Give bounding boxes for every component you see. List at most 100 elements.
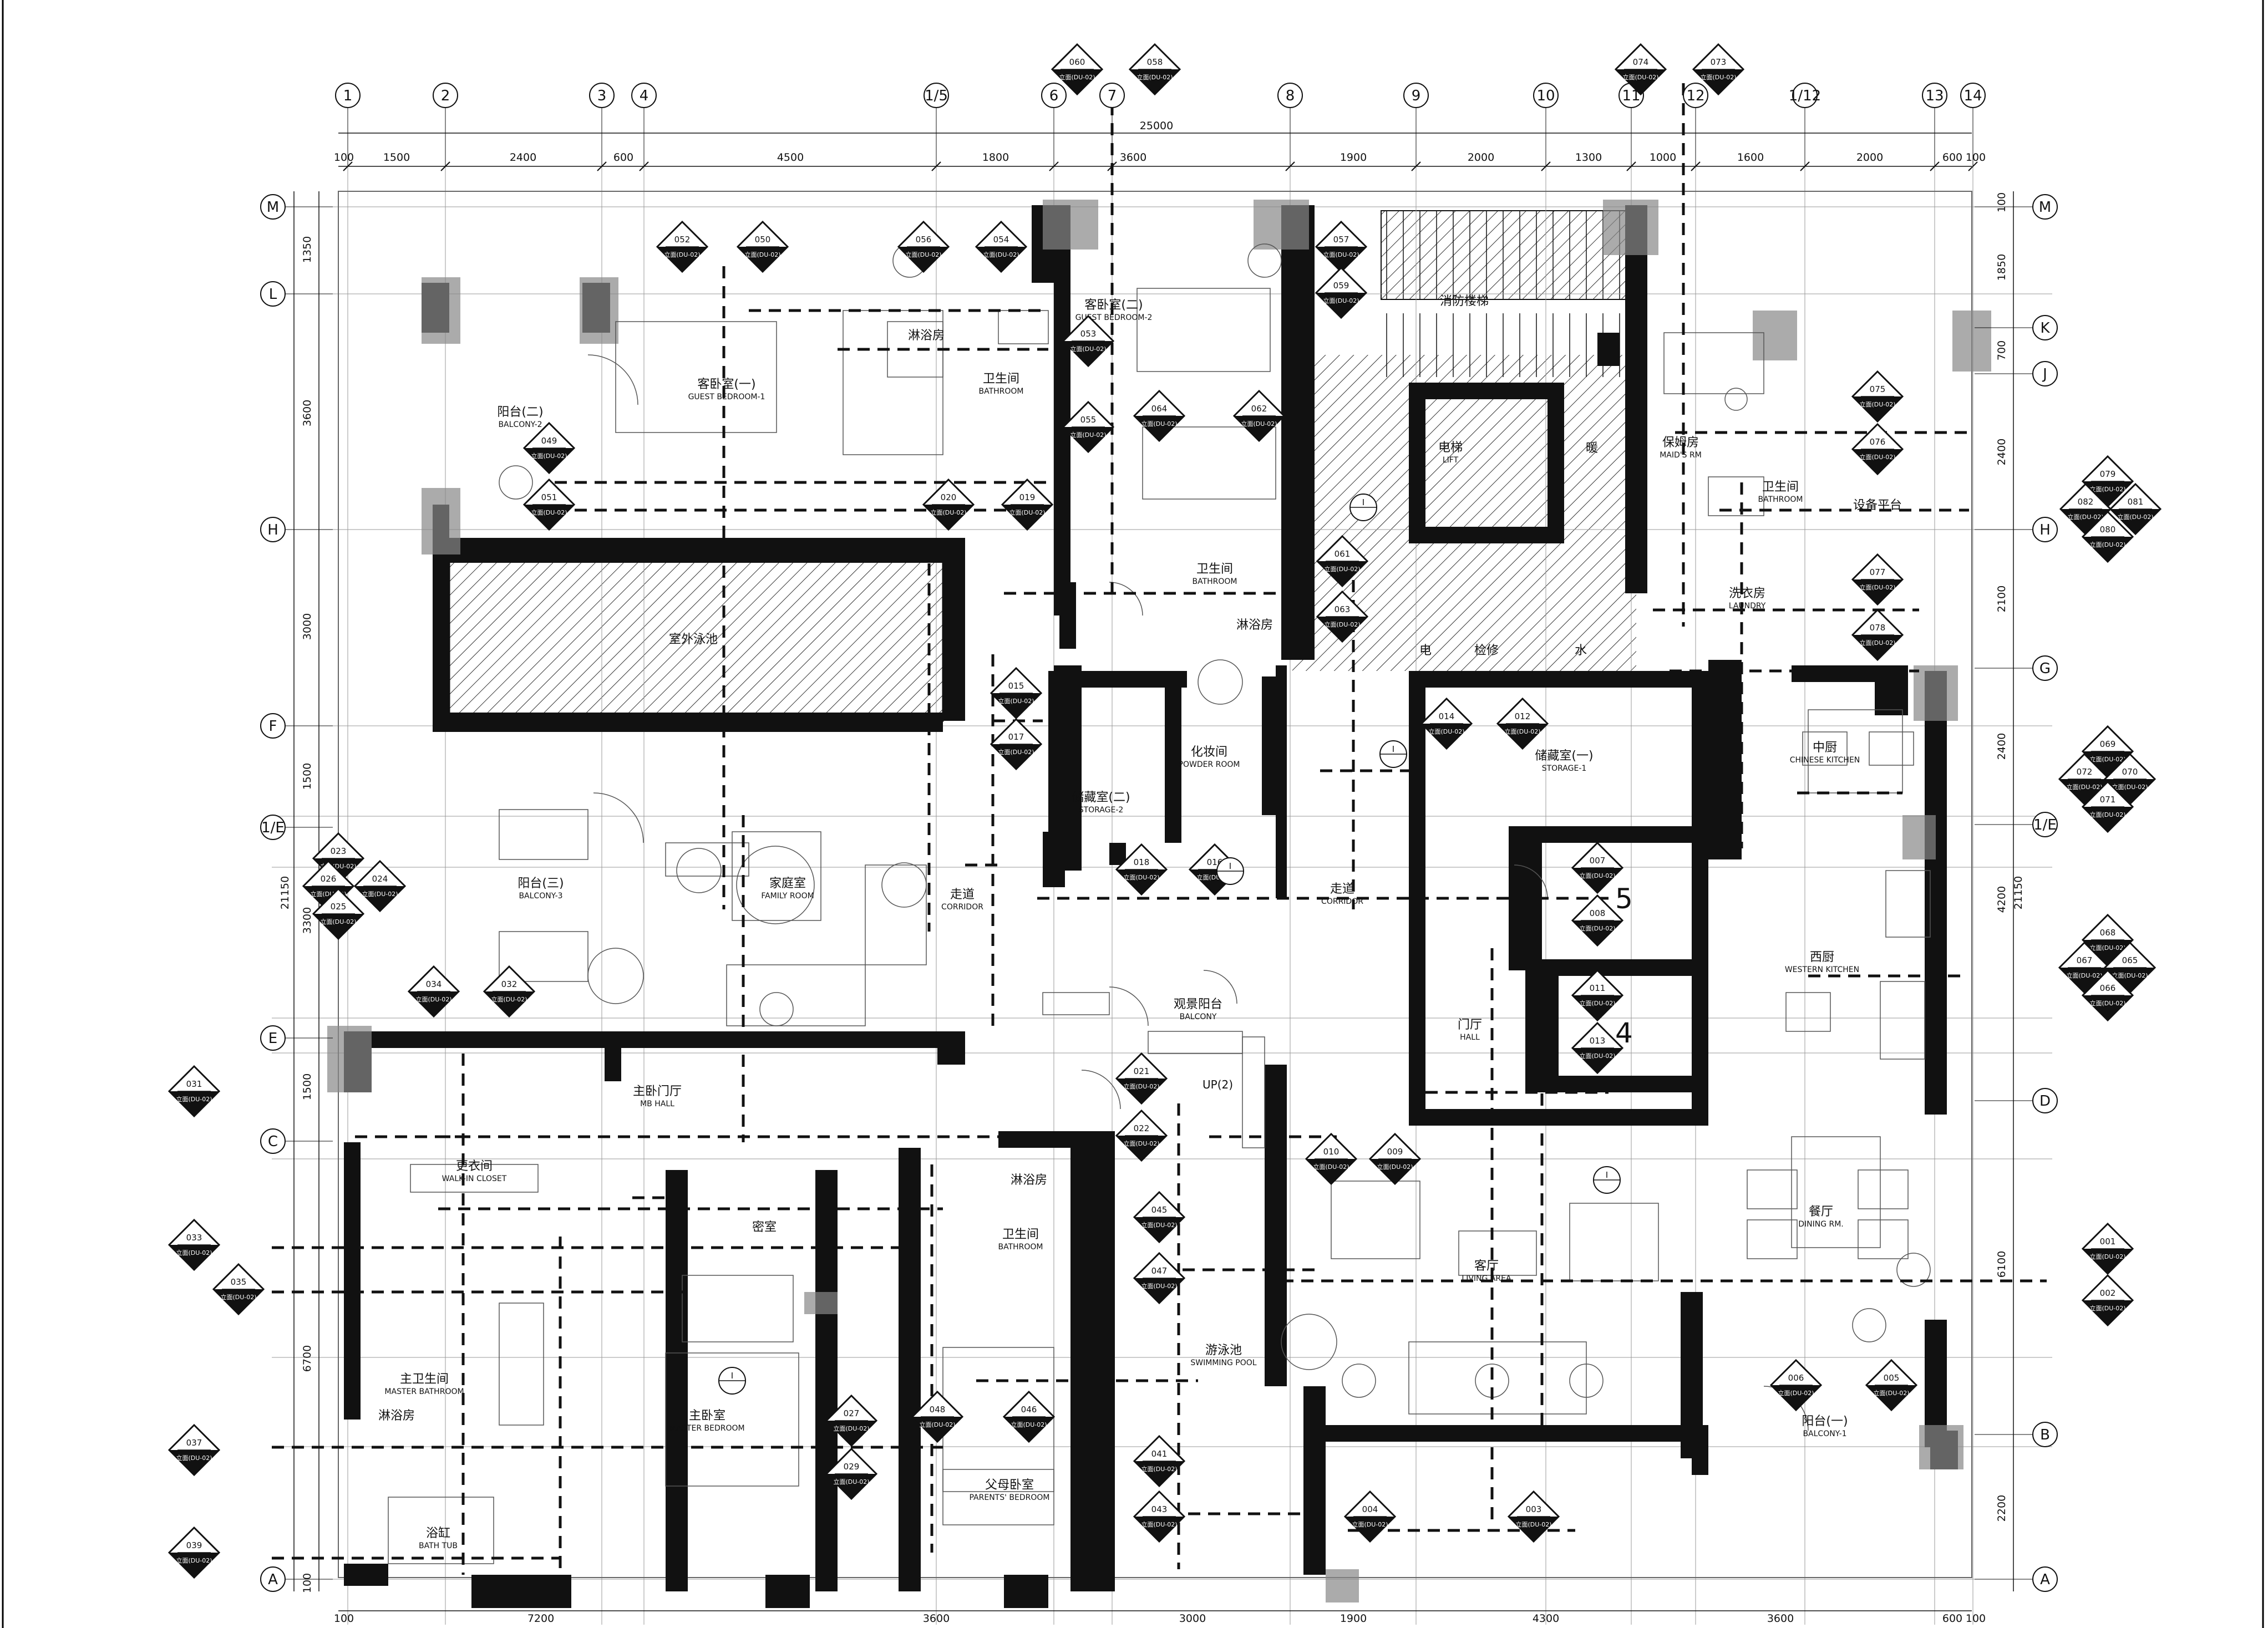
tag-ref: 立面(DU-02): [1141, 420, 1177, 428]
furniture-outline: [865, 864, 927, 965]
furniture-outline: [1791, 1136, 1881, 1248]
tag-number: 005: [1884, 1373, 1900, 1383]
tag-number: 011: [1590, 983, 1606, 993]
axis-top-15: 14: [1960, 83, 1986, 108]
furniture-round: [1281, 1314, 1337, 1370]
furniture-outline: [1458, 1230, 1537, 1276]
furniture-outline: [1808, 709, 1903, 793]
column-block: [1326, 1569, 1359, 1602]
column-block: [804, 1292, 838, 1314]
dim-left-seg: 3000: [301, 613, 313, 640]
room-name-cn: 客厅: [1474, 1259, 1499, 1273]
room-name-en: GUEST BEDROOM-2: [1075, 313, 1153, 322]
tag-number: 077: [1870, 567, 1886, 577]
wall-segment: [1409, 383, 1425, 538]
furniture-round: [1896, 1253, 1931, 1287]
room-name-cn: 卫生间: [983, 372, 1019, 386]
tag-arrow: [2083, 807, 2133, 832]
tag-number: 048: [930, 1405, 946, 1415]
tag-number: 058: [1147, 57, 1163, 67]
room-label: 客卧室(二)GUEST BEDROOM-2: [1075, 298, 1153, 322]
tag-ref: 立面(DU-02): [531, 508, 567, 516]
tag-ref: 立面(DU-02): [2089, 541, 2125, 548]
dim-right-seg: 2400: [1996, 733, 2008, 760]
tag-arrow: [409, 991, 459, 1016]
tag-ref: 立面(DU-02): [531, 452, 567, 460]
tag-ref: 立面(DU-02): [1241, 420, 1277, 428]
furniture-outline: [726, 964, 866, 1026]
dim-top-seg: 100: [334, 151, 354, 164]
furniture-outline: [499, 1303, 544, 1426]
tag-arrow: [484, 991, 534, 1016]
column-block: [1919, 1425, 1963, 1469]
tag-number: 039: [186, 1540, 202, 1550]
room-name-en: BALCONY-3: [519, 892, 562, 901]
furniture-round: [676, 848, 722, 893]
room-name-cn: 走道: [950, 888, 975, 902]
tag-ref: 立面(DU-02): [1141, 1282, 1177, 1290]
outdoor-pool-hatch: [448, 553, 944, 722]
furniture-round: [736, 846, 815, 924]
tag-number: 017: [1008, 732, 1024, 742]
room-name-en: GUEST BEDROOM-1: [688, 393, 765, 401]
room-name-cn: 门厅: [1458, 1018, 1482, 1032]
room-name-cn: 消防楼梯: [1440, 294, 1489, 308]
tag-ref: 立面(DU-02): [320, 918, 356, 925]
furniture-outline: [1785, 992, 1831, 1032]
tag-number: 001: [2100, 1237, 2116, 1247]
furniture-outline: [1802, 731, 1848, 766]
tag-arrow: [2083, 537, 2133, 562]
axis-bubble-label: 4: [640, 88, 649, 104]
tag-arrow: [355, 886, 405, 911]
tag-arrow: [1117, 1136, 1166, 1161]
tag-ref: 立面(DU-02): [1141, 1520, 1177, 1528]
dim-top-seg: 100: [1966, 151, 1986, 164]
column-block: [1914, 665, 1958, 721]
tag-ref: 立面(DU-02): [905, 251, 941, 258]
tag-arrow: [1572, 920, 1622, 945]
column-block: [1902, 815, 1936, 859]
wall-segment: [433, 538, 965, 563]
tag-ref: 立面(DU-02): [998, 697, 1034, 705]
axis-bubble-label: 14: [1963, 88, 1982, 104]
axis-bubble-label: 10: [1536, 88, 1555, 104]
axis-bubble-label: K: [2040, 320, 2050, 337]
door-swing: [1514, 864, 1548, 899]
dim-left-seg: 1500: [301, 1074, 313, 1100]
section-marker: I: [1349, 494, 1377, 521]
room-name-cn: 淋浴房: [1011, 1173, 1047, 1187]
dim-top-seg: 1500: [383, 151, 410, 164]
tag-number: 046: [1021, 1405, 1037, 1415]
tag-arrow: [1134, 1517, 1184, 1541]
tag-number: 022: [1134, 1123, 1150, 1133]
axis-left-H: H: [260, 517, 286, 542]
room-name-en: MAID'S RM: [1660, 451, 1702, 460]
axis-right-M: M: [2032, 194, 2058, 220]
dim-right-seg: 2400: [1996, 439, 2008, 465]
section-label: I: [1606, 1170, 1608, 1180]
furniture-outline: [1869, 731, 1914, 766]
